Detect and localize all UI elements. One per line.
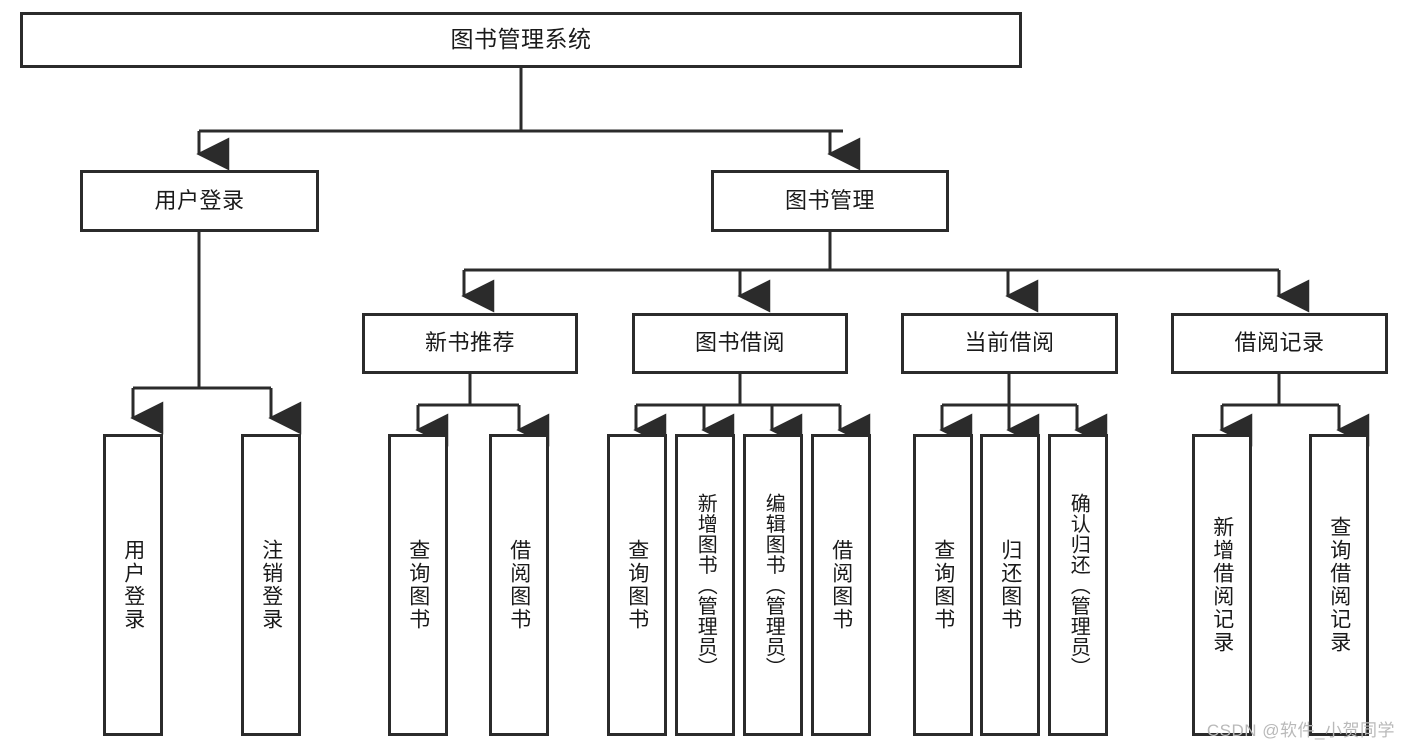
node-book-management-label: 图书管理 bbox=[784, 187, 875, 213]
leaf-query-record-label: 查询借阅记录 bbox=[1327, 516, 1351, 654]
leaf-logout-label: 注销登录 bbox=[259, 539, 283, 631]
leaf-add-record[interactable]: 新增借阅记录 bbox=[1192, 434, 1252, 736]
node-book-borrow[interactable]: 图书借阅 bbox=[632, 313, 848, 374]
node-user-login-label: 用户登录 bbox=[154, 187, 245, 213]
leaf-query-book-1[interactable]: 查询图书 bbox=[388, 434, 448, 736]
node-user-login[interactable]: 用户登录 bbox=[80, 170, 319, 232]
leaf-confirm-return[interactable]: 确认归还（管理员） bbox=[1048, 434, 1108, 736]
leaf-add-book[interactable]: 新增图书（管理员） bbox=[675, 434, 735, 736]
node-book-borrow-label: 图书借阅 bbox=[694, 330, 785, 356]
csdn-watermark: CSDN @软件_小贺同学 bbox=[1206, 721, 1395, 740]
leaf-confirm-return-label: 确认归还（管理员） bbox=[1067, 492, 1090, 678]
leaf-add-book-label: 新增图书（管理员） bbox=[694, 492, 717, 678]
node-new-book-recommend-label: 新书推荐 bbox=[424, 330, 515, 356]
node-borrow-record-label: 借阅记录 bbox=[1234, 330, 1325, 356]
leaf-user-login[interactable]: 用户登录 bbox=[103, 434, 163, 736]
node-book-management[interactable]: 图书管理 bbox=[711, 170, 949, 232]
leaf-borrow-book-2[interactable]: 借阅图书 bbox=[811, 434, 871, 736]
leaf-user-login-label: 用户登录 bbox=[121, 539, 145, 631]
leaf-return-book[interactable]: 归还图书 bbox=[980, 434, 1040, 736]
leaf-query-book-3-label: 查询图书 bbox=[931, 539, 955, 631]
node-root-label: 图书管理系统 bbox=[450, 26, 592, 53]
leaf-borrow-book-1[interactable]: 借阅图书 bbox=[489, 434, 549, 736]
node-new-book-recommend[interactable]: 新书推荐 bbox=[362, 313, 578, 374]
leaf-borrow-book-2-label: 借阅图书 bbox=[829, 539, 853, 631]
leaf-add-record-label: 新增借阅记录 bbox=[1210, 516, 1234, 654]
leaf-edit-book[interactable]: 编辑图书（管理员） bbox=[743, 434, 803, 736]
leaf-return-book-label: 归还图书 bbox=[998, 539, 1022, 631]
leaf-query-book-2[interactable]: 查询图书 bbox=[607, 434, 667, 736]
leaf-borrow-book-1-label: 借阅图书 bbox=[507, 539, 531, 631]
leaf-query-book-1-label: 查询图书 bbox=[406, 539, 430, 631]
leaf-query-book-3[interactable]: 查询图书 bbox=[913, 434, 973, 736]
leaf-query-record[interactable]: 查询借阅记录 bbox=[1309, 434, 1369, 736]
leaf-edit-book-label: 编辑图书（管理员） bbox=[762, 492, 785, 678]
leaf-query-book-2-label: 查询图书 bbox=[625, 539, 649, 631]
node-current-borrow-label: 当前借阅 bbox=[964, 330, 1055, 356]
node-borrow-record[interactable]: 借阅记录 bbox=[1171, 313, 1388, 374]
node-current-borrow[interactable]: 当前借阅 bbox=[901, 313, 1118, 374]
node-root[interactable]: 图书管理系统 bbox=[20, 12, 1022, 68]
leaf-logout[interactable]: 注销登录 bbox=[241, 434, 301, 736]
